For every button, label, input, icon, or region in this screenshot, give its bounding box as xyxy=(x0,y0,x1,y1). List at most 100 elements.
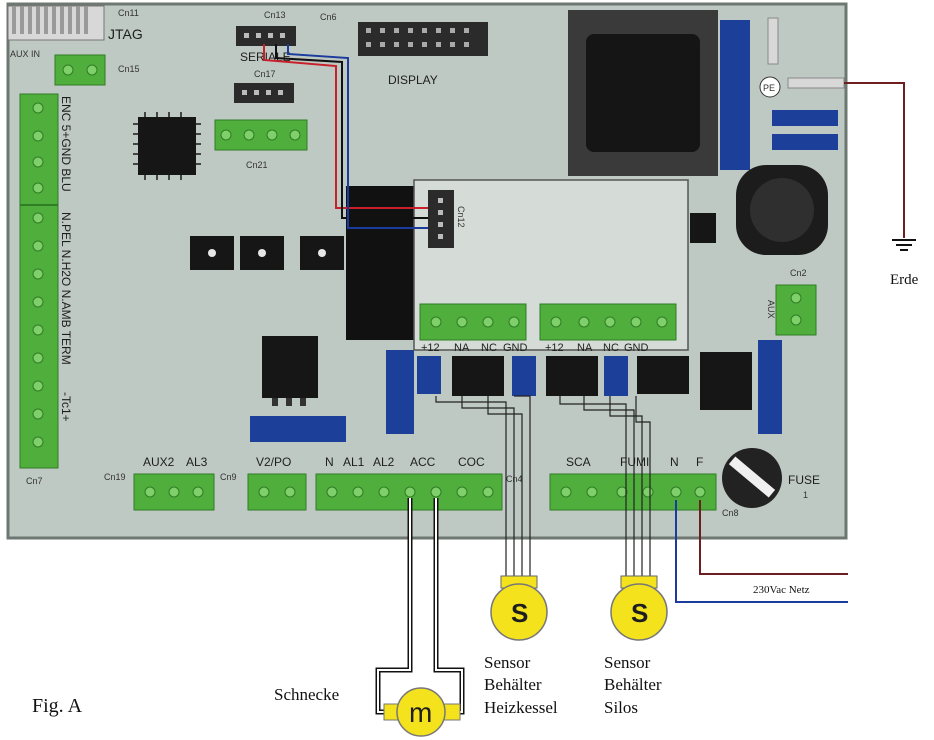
n-label-2: N xyxy=(670,455,679,469)
v2po-label: V2/PO xyxy=(256,455,291,469)
relay-chip xyxy=(452,356,504,396)
terminal-aux-al3 xyxy=(133,473,215,511)
sensor1-wires xyxy=(435,395,531,578)
motor-body xyxy=(396,687,446,737)
terminal-v2po xyxy=(247,473,307,511)
relay2-pin-nc: NC xyxy=(603,342,619,354)
transformer xyxy=(568,10,718,176)
relay1-pin-na: NA xyxy=(454,342,470,354)
cn17-label: Cn17 xyxy=(254,69,276,79)
earth-symbol xyxy=(892,239,916,251)
cn2-label: Cn2 xyxy=(790,268,807,278)
relay2-pin-12: +12 xyxy=(545,342,564,354)
relay-chip xyxy=(546,356,598,396)
cn7-label: Cn7 xyxy=(26,476,43,486)
microcontroller-chip xyxy=(133,112,201,180)
relay2-pin-gnd: GND xyxy=(624,342,649,354)
sensor1-symbol: S xyxy=(511,598,528,628)
relay-chip xyxy=(604,356,628,396)
left-block-label-enc: ENC 5+GND BLU xyxy=(59,96,73,192)
cn21-terminal xyxy=(214,119,308,151)
cn21-label: Cn21 xyxy=(246,160,268,170)
sensor2-label-line3: Silos xyxy=(604,698,638,717)
blue-component xyxy=(772,110,838,126)
sensor1-label-line2: Behälter xyxy=(484,675,542,694)
relay-chip xyxy=(512,356,536,396)
cn12-label: Cn12 xyxy=(456,206,466,228)
neutral-wire xyxy=(675,500,848,603)
display-label: DISPLAY xyxy=(388,73,438,87)
earth-tab xyxy=(767,17,779,65)
sensor2-wires xyxy=(559,396,651,578)
relay2-pin-na: NA xyxy=(577,342,593,354)
sensor2-label-line2: Behälter xyxy=(604,675,662,694)
netz-label: 230Vac Netz xyxy=(753,584,810,596)
coc-label: COC xyxy=(458,455,485,469)
f-label: F xyxy=(696,455,703,469)
sensor2-symbol: S xyxy=(631,598,648,628)
figure-caption: Fig. A xyxy=(32,695,83,717)
aux2-label: AUX2 xyxy=(143,455,175,469)
sensor2-body xyxy=(610,583,668,641)
display-header xyxy=(358,22,488,56)
live-wire xyxy=(699,500,848,575)
relay-chip xyxy=(417,356,441,394)
seriale-header xyxy=(236,26,296,46)
voltage-regulator xyxy=(262,336,318,406)
cn11-label: Cn11 xyxy=(118,8,139,18)
relay-chip xyxy=(637,356,689,394)
erde-label: Erde xyxy=(890,272,919,288)
fuse-number: 1 xyxy=(803,490,808,500)
ic-chip xyxy=(700,352,752,410)
sensor1-label-line1: Sensor xyxy=(484,653,531,672)
cn6-label: Cn6 xyxy=(320,12,337,22)
n-label-1: N xyxy=(325,455,334,469)
al3-label: AL3 xyxy=(186,455,208,469)
earth-terminal xyxy=(787,77,845,89)
cn13-label: Cn13 xyxy=(264,10,286,20)
serial-wires xyxy=(263,44,428,229)
relay1-pin-nc: NC xyxy=(481,342,497,354)
earth-wire xyxy=(844,82,905,238)
relay-terminal-1 xyxy=(419,303,527,341)
aux-in-terminal xyxy=(54,54,106,86)
left-block-label-tc1: -Tc1+ xyxy=(59,392,73,422)
sensor2-label-line1: Sensor xyxy=(604,653,651,672)
acc-label: ACC xyxy=(410,455,436,469)
relay1-pin-gnd: GND xyxy=(503,342,528,354)
black-module xyxy=(346,186,426,340)
pe-marker xyxy=(759,76,781,98)
cn19-label: Cn19 xyxy=(104,472,126,482)
blue-component xyxy=(720,20,750,170)
inductor xyxy=(736,165,828,255)
fuse-label: FUSE xyxy=(788,473,820,487)
cn17-header xyxy=(234,83,294,103)
left-terminal-block xyxy=(19,93,59,469)
pe-label: PE xyxy=(763,83,775,93)
aux-in-label: AUX IN xyxy=(10,49,40,59)
relay-terminal-2 xyxy=(539,303,677,341)
cn15-label: Cn15 xyxy=(118,64,140,74)
jtag-label: JTAG xyxy=(108,26,143,42)
blue-component xyxy=(758,340,782,434)
left-block-label-sensors: N.PEL N.H2O N.AMB TERM xyxy=(59,212,73,365)
motor-symbol: m xyxy=(409,697,432,728)
al1-label: AL1 xyxy=(343,455,365,469)
aux-label: AUX xyxy=(766,300,776,319)
cn9-label: Cn9 xyxy=(220,472,237,482)
relay1-pin-12: +12 xyxy=(421,342,440,354)
terminal-sca-fumi-power xyxy=(549,473,717,511)
fuse-holder xyxy=(722,448,782,508)
jtag-header xyxy=(7,5,105,41)
blue-component xyxy=(386,350,414,434)
fumi-label: FUMI xyxy=(620,455,649,469)
motor-label: Schnecke xyxy=(274,685,339,704)
blue-component xyxy=(772,134,838,150)
aux-terminal xyxy=(775,284,817,336)
sensor1-label-line3: Heizkessel xyxy=(484,698,558,717)
sensor1-body xyxy=(490,583,548,641)
al2-label: AL2 xyxy=(373,455,395,469)
transistor xyxy=(190,236,344,270)
cn8-label: Cn8 xyxy=(722,508,739,518)
